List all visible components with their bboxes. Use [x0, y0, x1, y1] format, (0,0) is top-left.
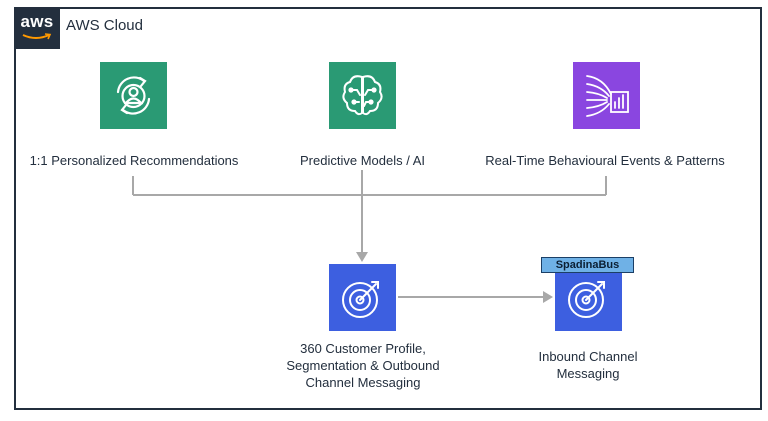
predictive-label: Predictive Models / AI — [300, 153, 425, 168]
profile-label-line-2: Segmentation & Outbound — [286, 358, 440, 373]
pinpoint-target-icon — [342, 281, 379, 318]
personalize-icon — [116, 76, 151, 115]
profile-icon-tile — [329, 264, 396, 331]
profile-label: 360 Customer Profile, Segmentation & Out… — [268, 340, 458, 391]
cloud-title: AWS Cloud — [66, 17, 143, 34]
realtime-label: Real-Time Behavioural Events & Patterns — [485, 153, 725, 168]
profile-label-line-1: 360 Customer Profile, — [300, 341, 426, 356]
aws-logo-text: aws — [20, 12, 54, 31]
profile-label-line-3: Channel Messaging — [305, 375, 421, 390]
aws-smile-icon — [22, 33, 52, 40]
recommendations-icon-tile — [100, 62, 167, 129]
inbound-label-line-2: Messaging — [556, 366, 620, 381]
streaming-analytics-icon — [586, 75, 629, 117]
machine-learning-brain-icon — [342, 75, 383, 116]
pinpoint-target-icon — [568, 281, 605, 318]
predictive-icon-tile — [329, 62, 396, 129]
arrowhead-to-inbound — [543, 291, 553, 303]
spadinabus-badge: SpadinaBus — [541, 257, 634, 273]
inbound-label: Inbound Channel Messaging — [518, 348, 658, 382]
inbound-icon-tile — [555, 264, 622, 331]
inbound-label-line-1: Inbound Channel — [538, 349, 638, 364]
recommendations-label: 1:1 Personalized Recommendations — [29, 153, 239, 168]
realtime-icon-tile — [573, 62, 640, 129]
aws-logo: aws — [14, 7, 60, 49]
arrowhead-to-profile — [356, 252, 368, 262]
